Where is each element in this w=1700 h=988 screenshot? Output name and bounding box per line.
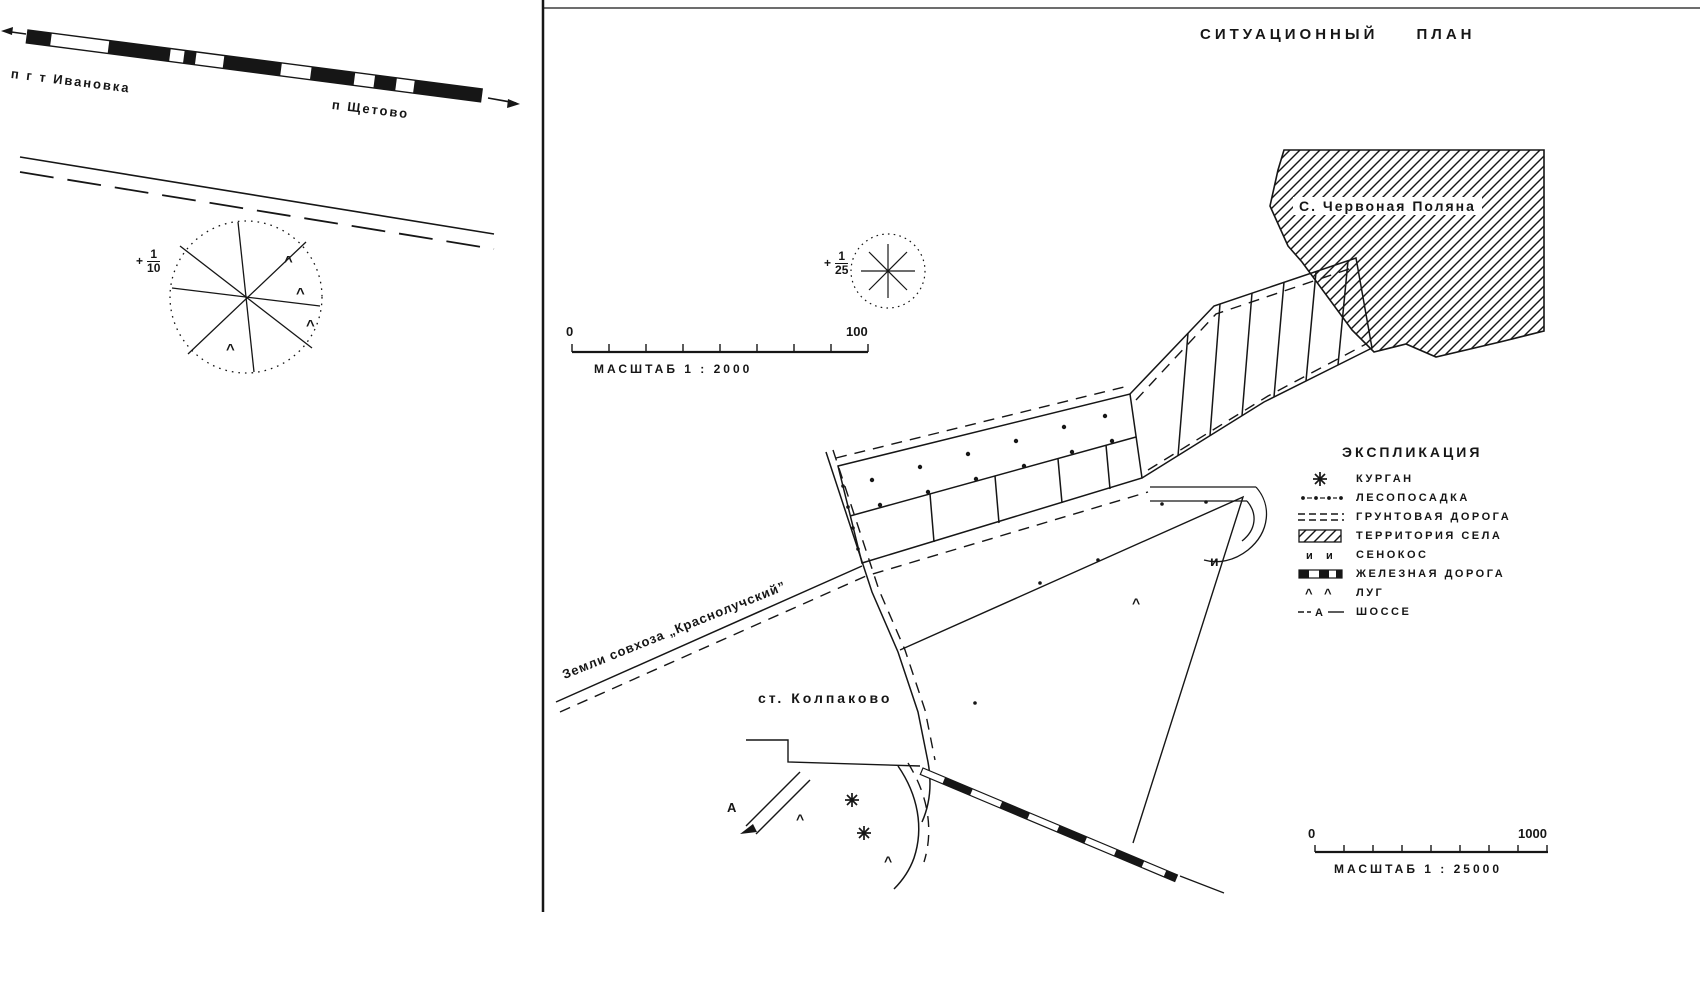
legend-item-village-territory: ТЕРРИТОРИЯ СЕЛА: [1298, 526, 1568, 545]
page-title: СИТУАЦИОННЫЙ ПЛАН: [1200, 26, 1476, 43]
legend-item-forest-belt: ЛЕСОПОСАДКА: [1298, 488, 1568, 507]
legend-title: ЭКСПЛИКАЦИЯ: [1342, 444, 1483, 460]
scale-lower-start: 0: [1308, 826, 1316, 841]
fraction: 1 25: [835, 250, 848, 276]
left-wind-rose-scale: + 1 10: [136, 248, 160, 274]
hayfield-icon: и и: [1298, 547, 1344, 563]
scale-bar-upper: [571, 344, 869, 354]
scale-upper-caption: МАСШТАБ 1 : 2000: [594, 362, 753, 376]
scale-bar-lower: [1314, 845, 1548, 854]
legend-item-railway: ЖЕЛЕЗНАЯ ДОРОГА: [1298, 564, 1568, 583]
legend-item-label: ТЕРРИТОРИЯ СЕЛА: [1356, 529, 1503, 542]
meadow-mark-icon: ^: [884, 853, 892, 869]
station-label: ст. Колпаково: [758, 690, 893, 706]
panel-divider: [541, 0, 1700, 912]
stream-lines: [1150, 486, 1268, 563]
kurgan-icon: [1298, 470, 1344, 487]
meadow-mark-icon: ^: [226, 341, 235, 358]
fraction-denominator: 25: [835, 262, 849, 277]
meadow-mark-icon: ^: [284, 253, 293, 270]
legend-item-label: КУРГАН: [1356, 472, 1414, 485]
meadow-icon: ^ ^: [1298, 585, 1344, 601]
legend-item-meadow: ^ ^ ЛУГ: [1298, 583, 1568, 602]
legend-item-label: ЛЕСОПОСАДКА: [1356, 491, 1470, 504]
legend-item-label: ЖЕЛЕЗНАЯ ДОРОГА: [1356, 567, 1506, 580]
kurgan-icon: [856, 825, 872, 841]
meadow-mark-icon: ^: [796, 811, 804, 827]
highway-arrowhead-icon: [740, 824, 757, 834]
station-area-lines: [745, 739, 921, 835]
scale-lower-caption: МАСШТАБ 1 : 25000: [1334, 862, 1502, 876]
meadow-mark-icon: ^: [306, 317, 315, 334]
right-wind-rose-icon: [850, 233, 926, 309]
legend-item-dirt-road: ГРУНТОВАЯ ДОРОГА: [1298, 507, 1568, 526]
village-territory-icon: [1298, 528, 1344, 544]
hayfield-mark-icon: и: [1210, 553, 1219, 569]
left-road-lines: [19, 156, 495, 250]
railway-arrow-right-icon: [487, 97, 520, 108]
land-boundary-lines: [899, 495, 1245, 844]
legend-item-label: ЛУГ: [1356, 586, 1385, 599]
scale-upper-end: 100: [846, 324, 868, 339]
dirt-road-dashed-lines: [559, 267, 1367, 863]
fraction-numerator: 1: [835, 250, 849, 264]
kurgan-icon: [844, 792, 860, 808]
legend-item-label: ГРУНТОВАЯ ДОРОГА: [1356, 510, 1512, 523]
railway-line-icon: [25, 29, 483, 103]
scale-lower-end: 1000: [1518, 826, 1547, 841]
legend-item-label: СЕНОКОС: [1356, 548, 1429, 561]
left-meadow-marks: ^ ^ ^ ^: [226, 253, 315, 358]
main-road-lines: [555, 451, 931, 890]
railway-continuation-line: [1179, 875, 1225, 894]
dirt-road-icon: [1298, 509, 1344, 525]
map-marks: ^ ^ ^ и: [796, 553, 1219, 869]
fraction-numerator: 1: [147, 248, 161, 262]
meadow-mark-icon: ^: [1132, 595, 1140, 611]
field-grid-block: [837, 393, 1143, 564]
legend-item-highway: А ШОССЕ: [1298, 602, 1568, 621]
forest-belt-dots: [841, 413, 1208, 705]
legend-item-label: ШОССЕ: [1356, 605, 1412, 618]
legend-item-kurgan: КУРГАН: [1298, 469, 1568, 488]
legend: ЭКСПЛИКАЦИЯ КУРГАН ЛЕСОПОСАДКА: [1298, 444, 1568, 621]
meadow-mark-icon: ^: [296, 285, 305, 302]
highway-icon: А: [1298, 604, 1344, 620]
plus-sign: +: [824, 256, 832, 271]
fraction: 1 10: [147, 248, 160, 274]
plus-sign: +: [136, 254, 144, 269]
railway-arrow-left-icon: [1, 27, 27, 35]
legend-item-hayfield: и и СЕНОКОС: [1298, 545, 1568, 564]
svg-text:^: ^: [1324, 586, 1332, 601]
village-label: С. Червоная Поляна: [1293, 197, 1482, 215]
railway-line-icon: [919, 767, 1179, 883]
svg-text:и: и: [1326, 550, 1333, 562]
scale-upper-start: 0: [566, 324, 574, 339]
fraction-denominator: 10: [147, 260, 161, 275]
svg-text:А: А: [1315, 607, 1323, 619]
right-wind-rose-scale: + 1 25: [824, 250, 848, 276]
svg-text:и: и: [1306, 550, 1313, 562]
left-map: ^ ^ ^ ^: [1, 27, 520, 374]
railway-icon: [1298, 566, 1344, 582]
field-strip-block: [1129, 257, 1373, 479]
left-wind-rose-icon: [169, 220, 323, 374]
forest-belt-icon: [1298, 490, 1344, 506]
highway-letter-label: А: [727, 800, 737, 815]
svg-text:^: ^: [1305, 586, 1313, 601]
